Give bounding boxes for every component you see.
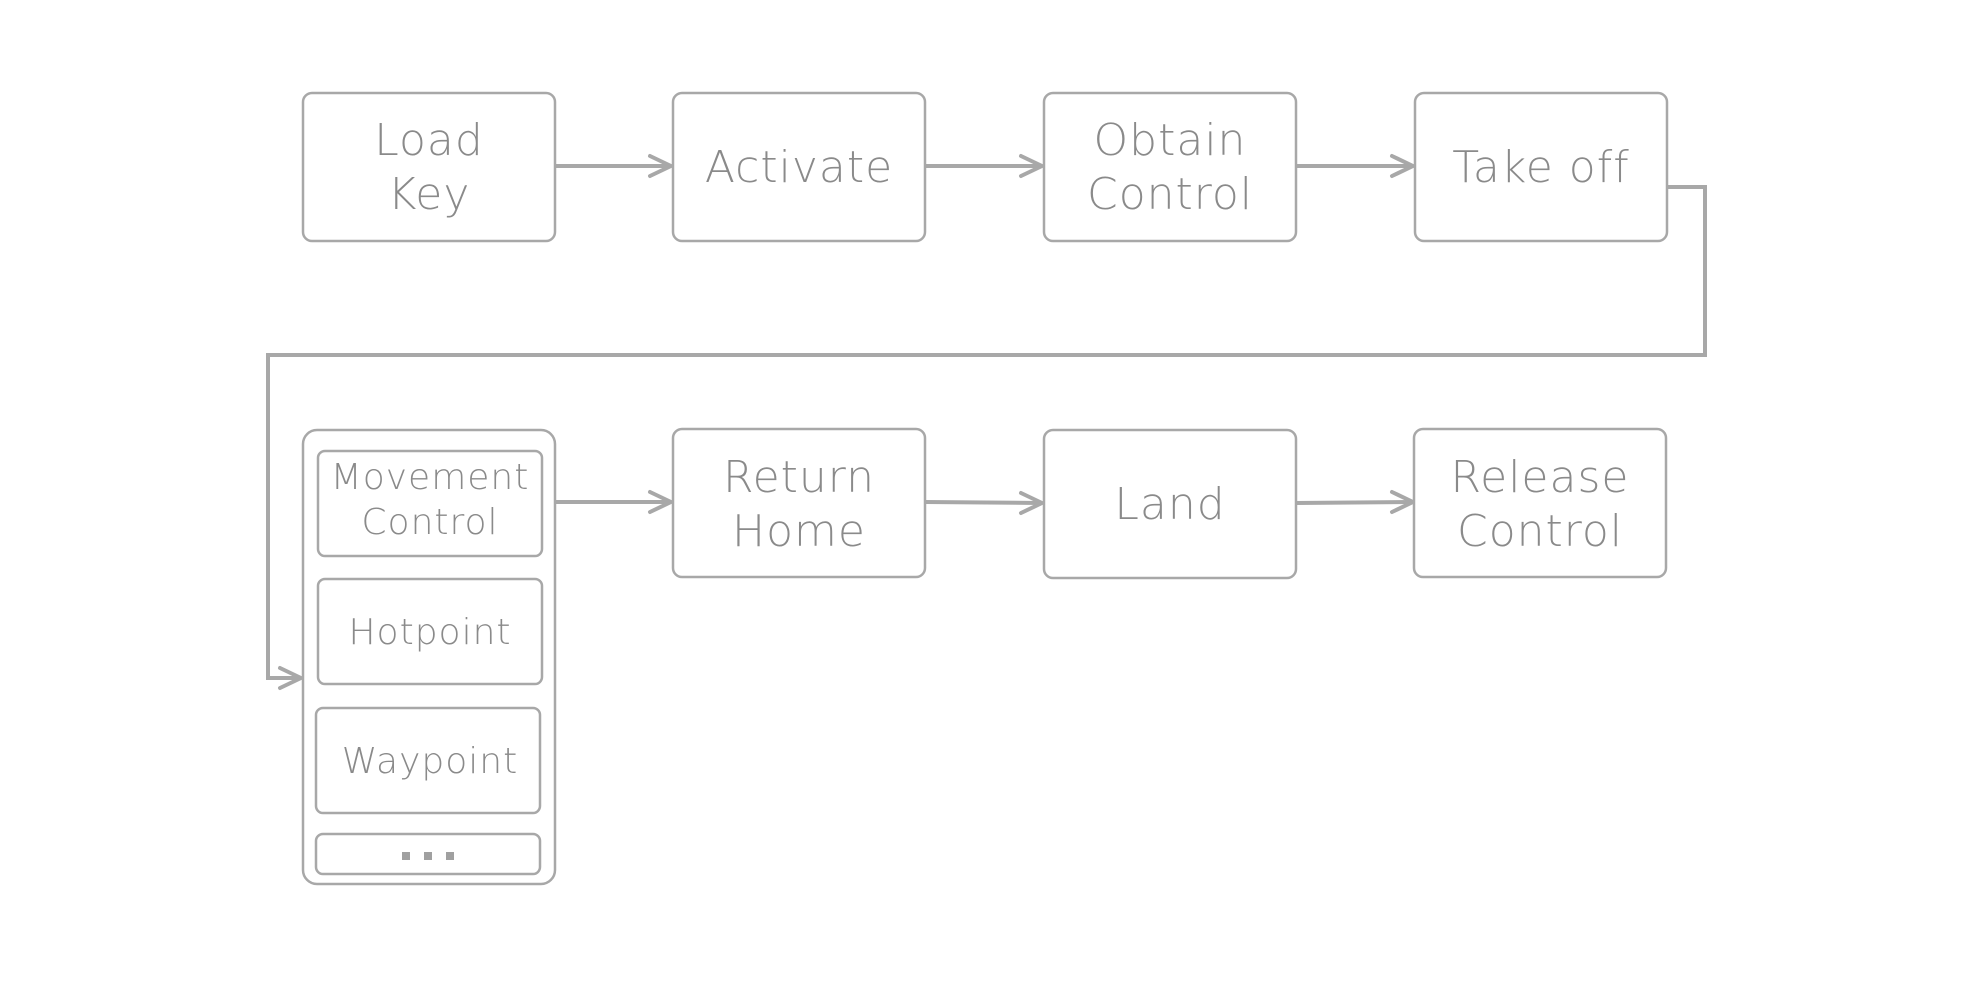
node-obtain-control-box [1042, 91, 1298, 243]
node-release-control-label-line1: Release [1451, 452, 1630, 503]
node-load-key-label-line1: Load [374, 115, 484, 166]
node-obtain-control-label-line2: Control [1087, 169, 1253, 220]
node-return-home-box [671, 427, 927, 579]
edge-return-home-to-land [924, 500, 1042, 505]
edge-take-off-to-mission-group [266, 185, 1707, 680]
mission-item-hotpoint-label: Hotpoint [348, 612, 511, 653]
mission-item-movement-control-box [316, 449, 544, 558]
arrowhead-mission-group [278, 666, 303, 690]
arrowhead-activate [648, 154, 673, 178]
node-return-home-label-line2: Home [732, 506, 866, 557]
node-obtain-control-label-line1: Obtain [1094, 115, 1247, 166]
node-obtain-control: Obtain Control [1042, 91, 1298, 243]
node-load-key-box [301, 91, 557, 243]
node-land-label: Land [1114, 479, 1225, 530]
node-release-control-box [1412, 427, 1668, 579]
edge-land-to-release-control [1295, 500, 1413, 505]
mission-item-waypoint-label: Waypoint [342, 741, 518, 782]
node-activate-label: Activate [705, 142, 893, 193]
more-ellipsis-icon [402, 852, 454, 860]
node-land-box [1042, 428, 1298, 580]
arrowhead-return-home [648, 490, 673, 514]
node-take-off-box [1413, 91, 1669, 243]
mission-item-movement-control-label-line1: Movement [331, 457, 530, 498]
mission-item-waypoint-box [314, 706, 542, 815]
node-load-key-label-line2: Key [388, 169, 471, 220]
node-return-home-label-line1: Return [723, 452, 875, 503]
arrowhead-land [1019, 491, 1044, 515]
node-land: Land [1042, 428, 1298, 580]
arrowhead-obtain-control [1019, 154, 1044, 178]
node-return-home: Return Home [671, 427, 927, 579]
mission-item-movement-control-label-line2: Control [361, 502, 498, 543]
node-activate: Activate [671, 91, 927, 243]
node-release-control: Release Control [1412, 427, 1668, 579]
node-release-control-label-line2: Control [1457, 506, 1623, 557]
arrowhead-take-off [1390, 154, 1415, 178]
node-take-off-label: Take off [1452, 142, 1629, 193]
node-activate-box [671, 91, 927, 243]
node-load-key: Load Key [301, 91, 557, 243]
mission-group: Movement Control Hotpoint Waypoint [301, 428, 557, 886]
mission-item-hotpoint-box [316, 577, 544, 686]
node-take-off: Take off [1413, 91, 1669, 243]
